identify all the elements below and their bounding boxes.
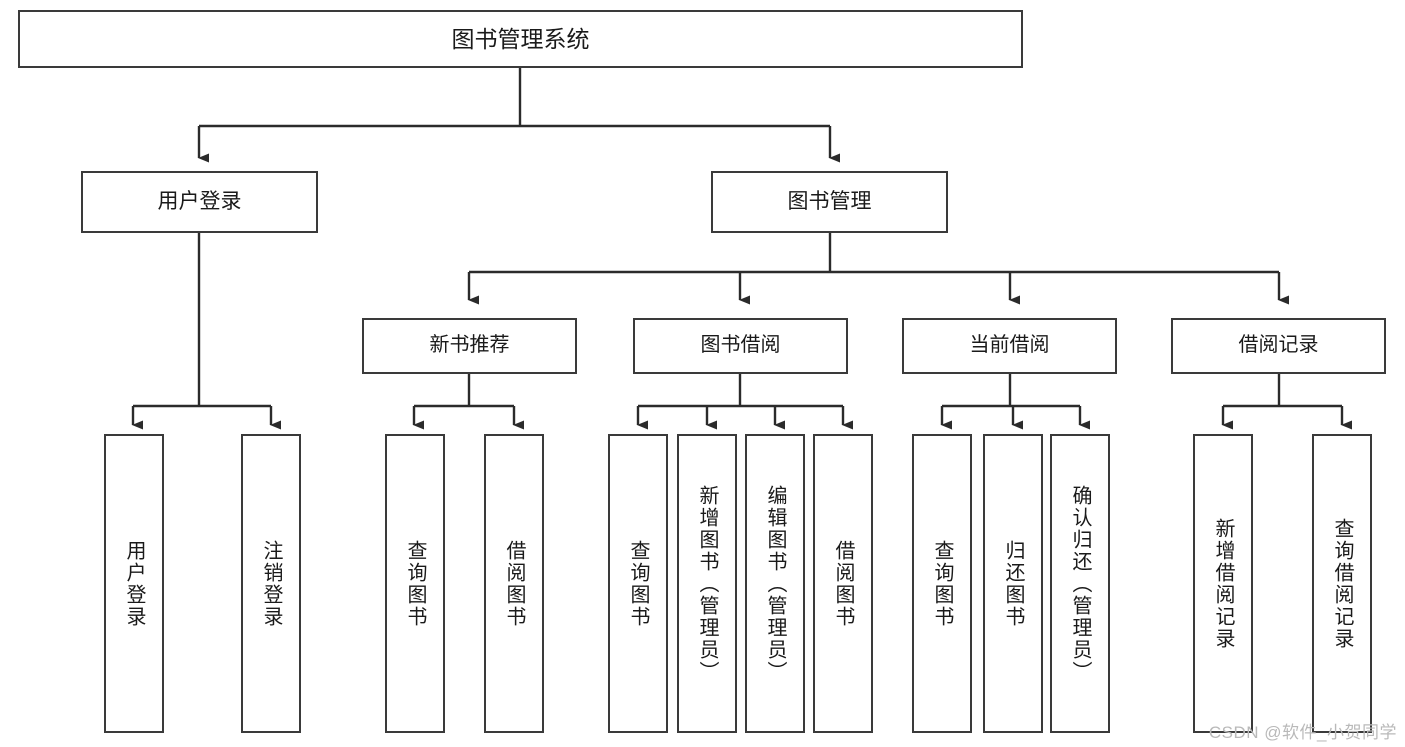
node-book-management[interactable]: 图书管理	[711, 171, 948, 233]
leaf-query-book-current[interactable]: 查询图书	[912, 434, 972, 733]
node-label: 新书推荐	[429, 334, 510, 357]
leaf-label: 编辑图书（管理员）	[764, 484, 786, 683]
leaf-add-borrow-record[interactable]: 新增借阅记录	[1193, 434, 1253, 733]
node-book-borrow[interactable]: 图书借阅	[633, 318, 848, 374]
node-borrow-record[interactable]: 借阅记录	[1171, 318, 1386, 374]
node-current-borrow[interactable]: 当前借阅	[902, 318, 1117, 374]
node-book-management-system[interactable]: 图书管理系统	[18, 10, 1023, 68]
leaf-label: 新增借阅记录	[1212, 517, 1234, 650]
leaf-return-book[interactable]: 归还图书	[983, 434, 1043, 733]
leaf-label: 查询图书	[627, 539, 649, 628]
node-label: 图书管理	[787, 189, 872, 213]
leaf-logout-login[interactable]: 注销登录	[241, 434, 301, 733]
leaf-borrow-book-recommend[interactable]: 借阅图书	[484, 434, 544, 733]
leaf-label: 查询图书	[931, 539, 953, 628]
node-new-book-recommend[interactable]: 新书推荐	[362, 318, 577, 374]
leaf-borrow-book[interactable]: 借阅图书	[813, 434, 873, 733]
leaf-label: 归还图书	[1002, 539, 1024, 628]
node-label: 当前借阅	[969, 334, 1050, 357]
leaf-confirm-return[interactable]: 确认归还（管理员）	[1050, 434, 1110, 733]
node-label: 图书管理系统	[451, 25, 590, 52]
node-label: 图书借阅	[700, 334, 781, 357]
leaf-edit-book[interactable]: 编辑图书（管理员）	[745, 434, 805, 733]
leaf-query-borrow-record[interactable]: 查询借阅记录	[1312, 434, 1372, 733]
node-user-login[interactable]: 用户登录	[81, 171, 318, 233]
leaf-query-book-recommend[interactable]: 查询图书	[385, 434, 445, 733]
leaf-label: 用户登录	[123, 539, 145, 628]
leaf-label: 借阅图书	[832, 539, 854, 628]
leaf-label: 查询借阅记录	[1331, 517, 1353, 650]
leaf-label: 注销登录	[260, 539, 282, 628]
leaf-label: 借阅图书	[503, 539, 525, 628]
node-label: 借阅记录	[1238, 334, 1319, 357]
node-label: 用户登录	[157, 189, 242, 213]
leaf-add-book[interactable]: 新增图书（管理员）	[677, 434, 737, 733]
leaf-label: 新增图书（管理员）	[696, 484, 718, 683]
leaf-label: 确认归还（管理员）	[1069, 484, 1091, 683]
leaf-user-login[interactable]: 用户登录	[104, 434, 164, 733]
leaf-query-book-borrow[interactable]: 查询图书	[608, 434, 668, 733]
leaf-label: 查询图书	[404, 539, 426, 628]
